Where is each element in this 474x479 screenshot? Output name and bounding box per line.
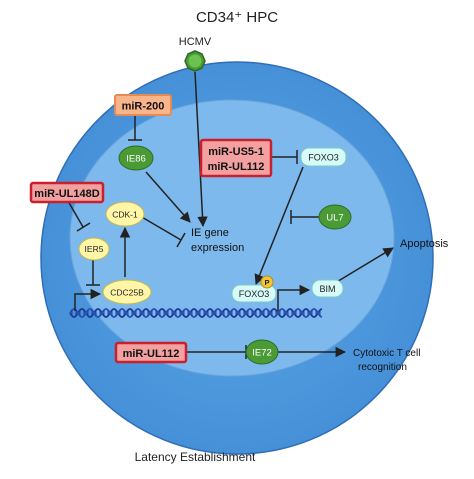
ctl-label-line2: recognition bbox=[358, 362, 407, 373]
mir200-box bbox=[114, 94, 172, 116]
mir-ul112-label-bottom: miR-UL112 bbox=[123, 348, 180, 360]
foxo3-phospho-node bbox=[231, 284, 277, 303]
ier5-node bbox=[78, 237, 110, 261]
nucleus bbox=[69, 99, 395, 377]
mir-ul112-label-top: miR-UL112 bbox=[208, 161, 265, 173]
hcmv-virus-icon bbox=[184, 50, 206, 72]
ie86-node bbox=[118, 145, 154, 171]
cdk1-inhibit-bar bbox=[176, 232, 186, 248]
mir-ul148d-box bbox=[29, 181, 105, 204]
hcmv-label: HCMV bbox=[179, 36, 212, 48]
mir-us5-1-label: miR-US5-1 bbox=[208, 146, 264, 158]
mir-ul148d-inhibit-line bbox=[67, 200, 84, 228]
mir200-label: miR-200 bbox=[122, 101, 165, 113]
diagram-title: CD34⁺ HPC bbox=[196, 9, 278, 26]
ie72-node bbox=[245, 339, 279, 365]
mir-ul112-box bbox=[114, 341, 188, 364]
mir-ul148d-label: miR-UL148D bbox=[34, 188, 99, 200]
mir-us5-ul112-box bbox=[199, 138, 273, 178]
ie-gene-label-line1: IE gene bbox=[191, 227, 229, 239]
cdk1-inhibit-line bbox=[139, 215, 182, 241]
ul7-label: UL7 bbox=[326, 213, 343, 224]
bim-label: BIM bbox=[319, 284, 335, 294]
foxo3-node bbox=[300, 147, 347, 167]
ie-gene-label-line2: expression bbox=[191, 242, 244, 254]
foxo3-to-pfoxo3-arrow bbox=[254, 166, 304, 285]
cdk1-node bbox=[105, 201, 145, 227]
ie86-label: IE86 bbox=[126, 154, 146, 165]
ul7-node bbox=[318, 204, 352, 230]
foxo3-phospho-label: FOXO3 bbox=[239, 289, 270, 299]
cdc25b-node bbox=[102, 279, 152, 305]
foxo3-label: FOXO3 bbox=[308, 153, 339, 163]
diagram-footer: Latency Establishment bbox=[135, 450, 256, 464]
ctl-label-line1: Cytotoxic T cell bbox=[353, 348, 420, 359]
ie72-label: IE72 bbox=[252, 348, 272, 359]
dna-helix bbox=[69, 308, 323, 318]
ier5-label: IER5 bbox=[85, 244, 104, 254]
bim-node bbox=[311, 279, 344, 298]
apoptosis-label: Apoptosis bbox=[400, 238, 449, 250]
mir-ul148d-inhibit-bar bbox=[76, 222, 91, 232]
hcmv-to-ie-gene-arrow bbox=[194, 71, 208, 228]
cdk1-label: CDK-1 bbox=[112, 210, 138, 220]
cdc25b-label: CDC25B bbox=[110, 288, 144, 298]
phosphate-badge-label: P bbox=[264, 278, 269, 287]
phosphate-badge-icon bbox=[260, 275, 274, 289]
bim-promoter-arrow bbox=[277, 284, 311, 311]
bim-to-apoptosis-arrow bbox=[334, 247, 394, 284]
ie86-to-ie-gene-arrow bbox=[145, 171, 191, 223]
cdc25b-promoter-arrow bbox=[74, 288, 102, 311]
